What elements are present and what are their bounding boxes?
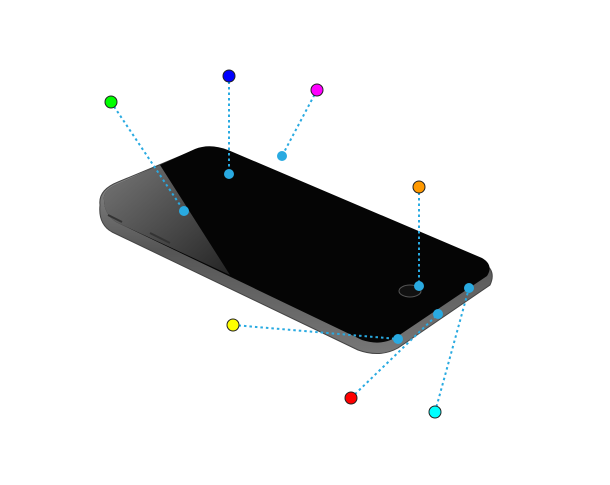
marker-yellow: [226, 318, 403, 344]
volume-button: [149, 232, 171, 244]
markers: [104, 69, 474, 419]
leader-line-magenta: [281, 89, 318, 157]
marker-cyan: [428, 283, 474, 419]
anchor-point-magenta: [277, 151, 287, 161]
marker-orange: [412, 180, 426, 291]
marker-green: [104, 95, 189, 216]
anchor-point-orange: [414, 281, 424, 291]
marker-dot-red[interactable]: [344, 391, 358, 405]
marker-dot-magenta[interactable]: [310, 83, 324, 97]
marker-magenta: [277, 83, 324, 161]
leader-line-red: [350, 313, 439, 399]
marker-dot-cyan[interactable]: [428, 405, 442, 419]
anchor-point-green: [179, 206, 189, 216]
marker-dot-blue[interactable]: [222, 69, 236, 83]
phone-screen-glass: [103, 146, 490, 343]
marker-dot-orange[interactable]: [412, 180, 426, 194]
marker-red: [344, 309, 443, 405]
anchor-point-red: [433, 309, 443, 319]
leader-line-yellow: [232, 324, 399, 340]
marker-dot-yellow[interactable]: [226, 318, 240, 332]
marker-blue: [222, 69, 236, 179]
anchor-point-cyan: [464, 283, 474, 293]
anchor-point-yellow: [393, 334, 403, 344]
anchor-point-blue: [224, 169, 234, 179]
phone: [99, 146, 493, 354]
marker-dot-green[interactable]: [104, 95, 118, 109]
screen-glare: [103, 165, 230, 275]
side-button: [107, 214, 123, 223]
